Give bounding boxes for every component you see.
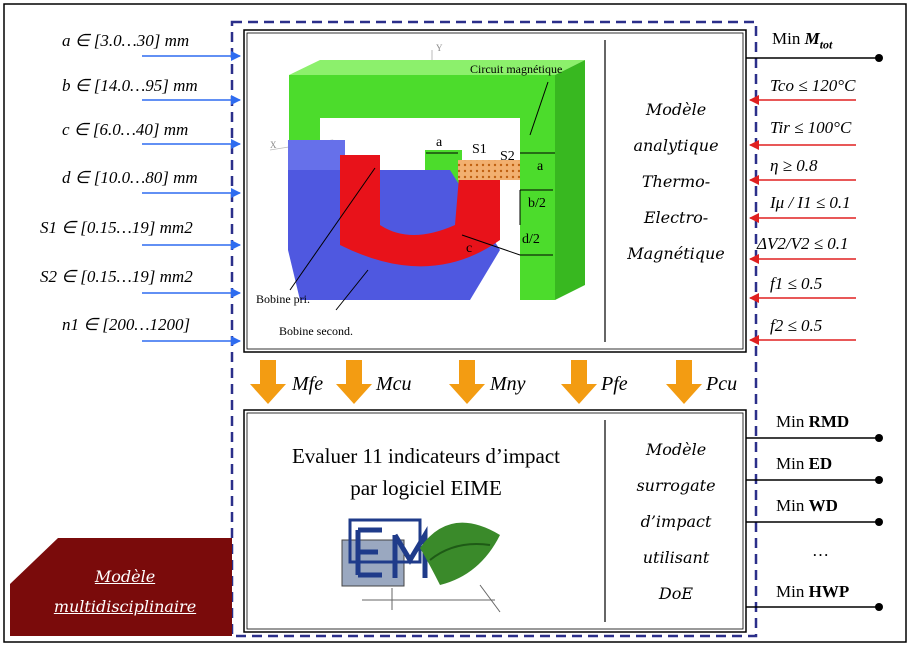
analytic-line-3: Thermo-: [641, 172, 711, 191]
analytic-line-2: analytique: [633, 136, 719, 155]
impact-box: [243, 409, 747, 633]
badge-multidisciplinaire: Modèle multidisciplinaire: [22, 562, 228, 622]
label-bobine-pri: Bobine pri.: [256, 292, 310, 306]
objective-wd: Min WD: [776, 496, 838, 515]
objective-ed: Min ED: [776, 454, 833, 473]
input-b: b ∈ [14.0…95] mm: [62, 76, 198, 95]
eime-line-1: Evaluer 11 indicateurs d’impact: [291, 444, 561, 468]
constraint-arrows: [749, 95, 856, 345]
outer-frame: [3, 3, 907, 643]
flow-arrows: [250, 360, 702, 404]
input-c: c ∈ [6.0…40] mm: [62, 120, 189, 139]
objective-min-mtot: Min Mtot: [772, 29, 833, 52]
badge-line-1: Modèle: [94, 567, 156, 586]
objective-hwp: Min HWP: [776, 582, 850, 601]
objective-ellipsis: …: [812, 541, 829, 560]
input-s1: S1 ∈ [0.15…19] mm2: [40, 218, 193, 237]
surrogate-line-3: d’impact: [640, 512, 712, 531]
flow-mcu: Mcu: [376, 373, 412, 395]
label-dim-b2: b/2: [528, 196, 546, 211]
badge-shape: [10, 538, 232, 636]
surrogate-line-1: Modèle: [645, 440, 707, 459]
dashed-frame: [230, 20, 758, 638]
transformer-image: [269, 50, 585, 311]
input-s2: S2 ∈ [0.15…19] mm2: [40, 267, 193, 286]
constraint-dv: ΔV2/V2 ≤ 0.1: [757, 234, 849, 253]
constraint-eta: η ≥ 0.8: [770, 156, 818, 175]
label-axis-y: Y: [436, 43, 443, 53]
flow-pfe: Pfe: [601, 373, 628, 395]
analytic-line-4: Electro-: [643, 208, 709, 227]
surrogate-line-4: utilisant: [642, 548, 710, 567]
eime-logo: [341, 518, 501, 613]
label-dim-s1: S1: [472, 142, 487, 157]
label-dim-c: c: [466, 241, 473, 256]
constraint-tco: Tco ≤ 120°C: [770, 76, 856, 95]
surrogate-model-text: Modèle surrogate d’impact utilisant DoE: [606, 432, 746, 612]
constraint-imu: Iμ / I1 ≤ 0.1: [770, 193, 851, 212]
flow-pcu: Pcu: [706, 373, 738, 395]
label-bobine-second: Bobine second.: [279, 324, 353, 338]
input-n1: n1 ∈ [200…1200]: [62, 315, 191, 334]
constraint-f1: f1 ≤ 0.5: [770, 274, 823, 293]
constraint-tir: Tir ≤ 100°C: [770, 118, 852, 137]
objective-bottom-connectors: [746, 434, 883, 611]
constraint-f2: f2 ≤ 0.5: [770, 316, 823, 335]
input-d: d ∈ [10.0…80] mm: [62, 168, 198, 187]
input-arrows: [142, 51, 241, 346]
objective-rmd: Min RMD: [776, 412, 850, 431]
label-dim-s2: S2: [500, 149, 515, 164]
flow-mny: Mny: [490, 373, 526, 395]
surrogate-line-5: DoE: [658, 584, 694, 603]
analytic-model-text: Modèle analytique Thermo- Electro- Magné…: [606, 92, 746, 272]
eime-text: Evaluer 11 indicateurs d’impact par logi…: [248, 440, 604, 504]
badge-line-2: multidisciplinaire: [53, 597, 197, 616]
label-dim-a: a: [436, 135, 443, 150]
analytic-line-1: Modèle: [645, 100, 707, 119]
eime-line-2: par logiciel EIME: [350, 476, 502, 500]
surrogate-line-2: surrogate: [636, 476, 716, 495]
label-dim-d2: d/2: [522, 232, 540, 247]
flow-mfe: Mfe: [292, 373, 324, 395]
objective-top-connector: [746, 54, 883, 62]
label-circuit: Circuit magnétique: [470, 62, 563, 76]
label-dim-a2: a: [537, 159, 544, 174]
input-a: a ∈ [3.0…30] mm: [62, 31, 190, 50]
label-axis-x: X: [270, 140, 277, 150]
analytic-line-5: Magnétique: [627, 244, 725, 263]
